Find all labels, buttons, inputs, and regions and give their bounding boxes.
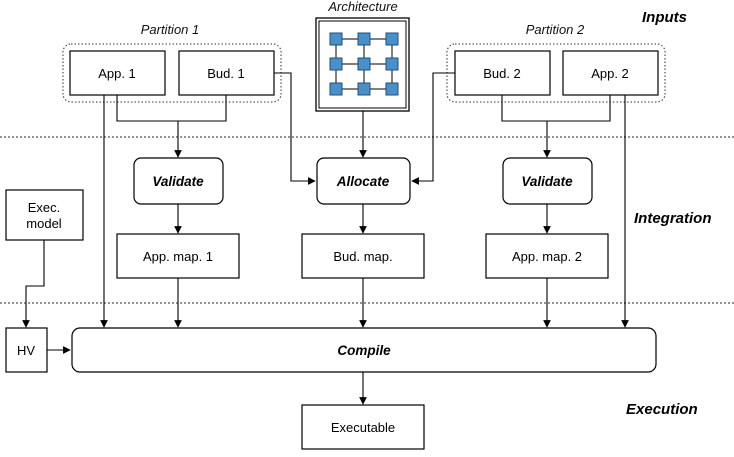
app-1-label: App. 1 xyxy=(98,66,136,81)
hv-box xyxy=(5,327,48,373)
partition-1-merge-line xyxy=(116,95,227,122)
app-2-label: App. 2 xyxy=(591,66,629,81)
arrow-exec-model-to-hv xyxy=(22,240,45,328)
stage-label-integration: Integration xyxy=(634,210,712,227)
partition-1-label: Partition 1 xyxy=(141,22,200,37)
validate-1-label: Validate xyxy=(152,174,204,189)
bud-2-box xyxy=(454,50,551,96)
exec-model-label-line1: Exec. xyxy=(28,200,61,215)
arrow-bud-2-to-allocate xyxy=(411,72,455,185)
partition-2-label: Partition 2 xyxy=(526,22,585,37)
architecture-inner-frame xyxy=(318,20,407,109)
bud-1-label: Bud. 1 xyxy=(207,66,245,81)
bud-map-label: Bud. map. xyxy=(333,249,392,264)
architecture-grid-icon xyxy=(329,32,399,96)
architecture-label: Architecture xyxy=(327,0,397,14)
app-1-box xyxy=(69,50,166,96)
bud-2-label: Bud. 2 xyxy=(483,66,521,81)
app-map-1-box xyxy=(116,233,240,279)
app-2-box xyxy=(562,50,659,96)
allocate-label: Allocate xyxy=(336,174,390,189)
executable-box xyxy=(301,404,425,450)
partition-2-merge-line xyxy=(501,95,611,122)
exec-model-label-line2: model xyxy=(26,216,62,231)
stage-label-inputs: Inputs xyxy=(642,9,687,26)
stage-label-execution: Execution xyxy=(626,401,698,418)
arrow-bud-1-to-allocate xyxy=(274,72,316,185)
hv-label: HV xyxy=(17,343,35,358)
app-map-1-label: App. map. 1 xyxy=(143,249,213,264)
compile-box xyxy=(71,327,657,373)
bud-1-box xyxy=(178,50,275,96)
validate-2-label: Validate xyxy=(521,174,573,189)
bud-map-box xyxy=(301,233,425,279)
compile-label: Compile xyxy=(337,343,391,358)
executable-label: Executable xyxy=(331,420,395,435)
exec-model-box xyxy=(5,189,84,241)
app-map-2-label: App. map. 2 xyxy=(512,249,582,264)
